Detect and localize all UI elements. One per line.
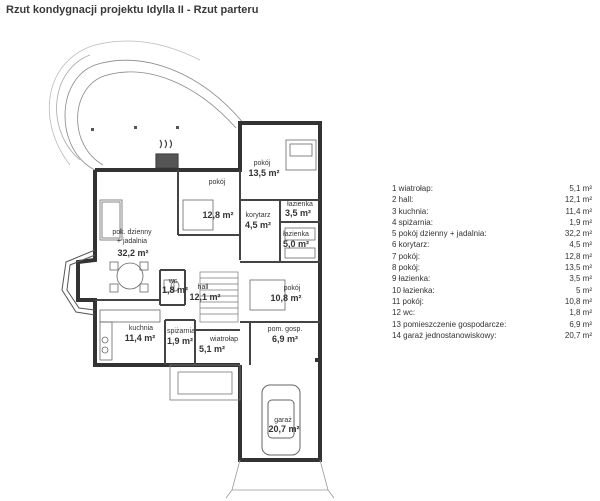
staircase	[199, 271, 239, 323]
room-name-kuchnia: kuchnia	[129, 325, 153, 332]
room-area-pokoj-11: 10,8 m²	[270, 293, 301, 303]
legend-row: 10 łazienka: 5 m²	[392, 285, 592, 296]
legend-value: 6,9 m²	[569, 319, 592, 329]
legend-value: 5 m²	[576, 285, 592, 295]
area-legend: 1 wiatrołap: 5,1 m² 2 hall: 12,1 m² 3 kuch…	[392, 183, 592, 341]
legend-row: 2 hall: 12,1 m²	[392, 194, 592, 205]
room-area-wc: 1,8 m²	[162, 285, 188, 295]
room-area-wiatrolap: 5,1 m²	[199, 344, 225, 354]
room-name-pokoj-8: pokój	[254, 160, 271, 167]
room-name-lazienka-9: łazienka	[287, 201, 313, 208]
room-name-lazienka-10: łazienka	[283, 231, 309, 238]
legend-value: 3,5 m²	[569, 274, 592, 284]
legend-row: 1 wiatrołap: 5,1 m²	[392, 183, 592, 194]
room-name-pokoj-11: pokój	[284, 285, 301, 292]
legend-label: 1 wiatrołap:	[392, 184, 433, 193]
room-area-kuchnia: 11,4 m²	[125, 333, 156, 343]
room-area-hall: 12,1 m²	[189, 292, 220, 302]
legend-row: 7 pokój: 12,8 m²	[392, 251, 592, 262]
legend-label: 10 łazienka:	[392, 285, 435, 295]
room-name-pom-gosp: pom. gosp.	[268, 326, 303, 333]
room-labels: pok. dzienny+ jadalnia 32,2 m² pokój 12,…	[112, 160, 313, 434]
legend-value: 5,1 m²	[569, 184, 592, 193]
legend-value: 10,8 m²	[564, 296, 592, 306]
entrance-porch	[169, 364, 241, 401]
driveway	[225, 459, 335, 499]
legend-value: 1,9 m²	[569, 217, 592, 227]
room-area-pom-gosp: 6,9 m²	[272, 334, 298, 344]
room-name-pokoj-7: pokój	[209, 179, 226, 186]
legend-value: 12,1 m²	[564, 195, 592, 205]
room-area-spizarnia: 1,9 m²	[167, 336, 193, 346]
legend-value: 1,8 m²	[569, 308, 592, 318]
legend-row: 13 pomieszczenie gospodarcze: 6,9 m²	[392, 319, 592, 330]
room-area-pokoj-8: 13,5 m²	[248, 168, 279, 178]
room-area-korytarz: 4,5 m²	[245, 220, 271, 230]
room-name-hall: hall	[198, 284, 209, 291]
room-name-wc: wc	[168, 278, 178, 285]
interior-walls	[95, 170, 320, 365]
page-title: Rzut kondygnacji projektu Idylla II - Rz…	[6, 4, 259, 16]
furniture	[99, 139, 317, 361]
legend-value: 4,5 m²	[569, 240, 592, 250]
legend-label: 6 korytarz:	[392, 240, 430, 250]
legend-value: 11,4 m²	[565, 206, 592, 216]
legend-label: 7 pokój:	[392, 251, 421, 261]
legend-label: 2 hall:	[392, 195, 414, 205]
exterior-walls	[76, 121, 322, 462]
legend-value: 32,2 m²	[564, 229, 592, 239]
legend-row: 14 garaż jednostanowiskowy: 20,7 m²	[392, 330, 592, 341]
room-name-wiatrolap: wiatrołap	[209, 336, 238, 343]
legend-row: 5 pokój dzienny + jadalnia: 32,2 m²	[392, 228, 592, 239]
room-area-lazienka-10: 5,0 m²	[283, 239, 309, 249]
legend-row: 8 pokój: 13,5 m²	[392, 262, 592, 273]
terrace	[49, 40, 246, 171]
legend-row: 12 wc: 1,8 m²	[392, 307, 592, 318]
terrace-columns	[91, 126, 179, 131]
room-name-pokoj-dzienny: pok. dzienny+ jadalnia	[112, 229, 152, 245]
legend-value: 20,7 m²	[564, 330, 592, 340]
room-name-garaz: garaż	[274, 417, 292, 424]
legend-label: 4 spiżarnia:	[392, 217, 433, 227]
car-icon	[261, 384, 301, 456]
fireplace-icon	[155, 139, 179, 169]
legend-label: 8 pokój:	[392, 263, 421, 273]
legend-label: 11 pokój:	[392, 296, 424, 306]
legend-row: 3 kuchnia: 11,4 m²	[392, 206, 592, 217]
legend-value: 12,8 m²	[564, 251, 592, 261]
legend-label: 12 wc:	[392, 308, 416, 318]
room-area-garaz: 20,7 m²	[268, 424, 299, 434]
room-name-spizarnia: spiżarnia	[167, 328, 195, 335]
room-area-pokoj-dzienny: 32,2 m²	[117, 248, 148, 258]
legend-row: 11 pokój: 10,8 m²	[392, 296, 592, 307]
legend-row: 9 łazienka: 3,5 m²	[392, 273, 592, 284]
legend-label: 3 kuchnia:	[392, 206, 429, 216]
floor-plan: pok. dzienny+ jadalnia 32,2 m² pokój 12,…	[49, 40, 335, 499]
room-area-lazienka-9: 3,5 m²	[285, 208, 311, 218]
legend-label: 9 łazienka:	[392, 274, 431, 284]
legend-label: 14 garaż jednostanowiskowy:	[392, 330, 497, 340]
legend-label: 5 pokój dzienny + jadalnia:	[392, 229, 487, 239]
legend-row: 4 spiżarnia: 1,9 m²	[392, 217, 592, 228]
legend-label: 13 pomieszczenie gospodarcze:	[392, 319, 507, 329]
bay-window	[61, 249, 96, 316]
room-area-pokoj-7: 12,8 m²	[202, 210, 233, 220]
legend-row: 6 korytarz: 4,5 m²	[392, 239, 592, 250]
room-name-korytarz: korytarz	[246, 212, 271, 219]
legend-value: 13,5 m²	[564, 263, 592, 273]
